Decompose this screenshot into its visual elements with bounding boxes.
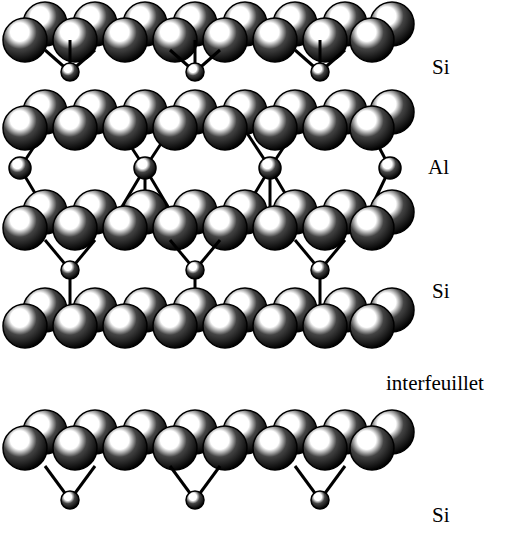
oxygen-spheres (3, 2, 414, 62)
oxygen-spheres (3, 410, 414, 470)
layer-label: Si (430, 280, 452, 303)
layer-label: Si (430, 504, 452, 527)
interlayer-label: interfeuillet (384, 372, 486, 395)
oxygen-spheres (3, 288, 414, 348)
oxygen-spheres (3, 90, 414, 250)
silicon-atoms (61, 491, 329, 509)
silicon-atoms (61, 63, 329, 81)
layer-label: Si (430, 56, 452, 79)
silicon-atoms (61, 261, 329, 279)
aluminium-atoms (9, 157, 401, 179)
layer-label: Al (426, 156, 451, 179)
